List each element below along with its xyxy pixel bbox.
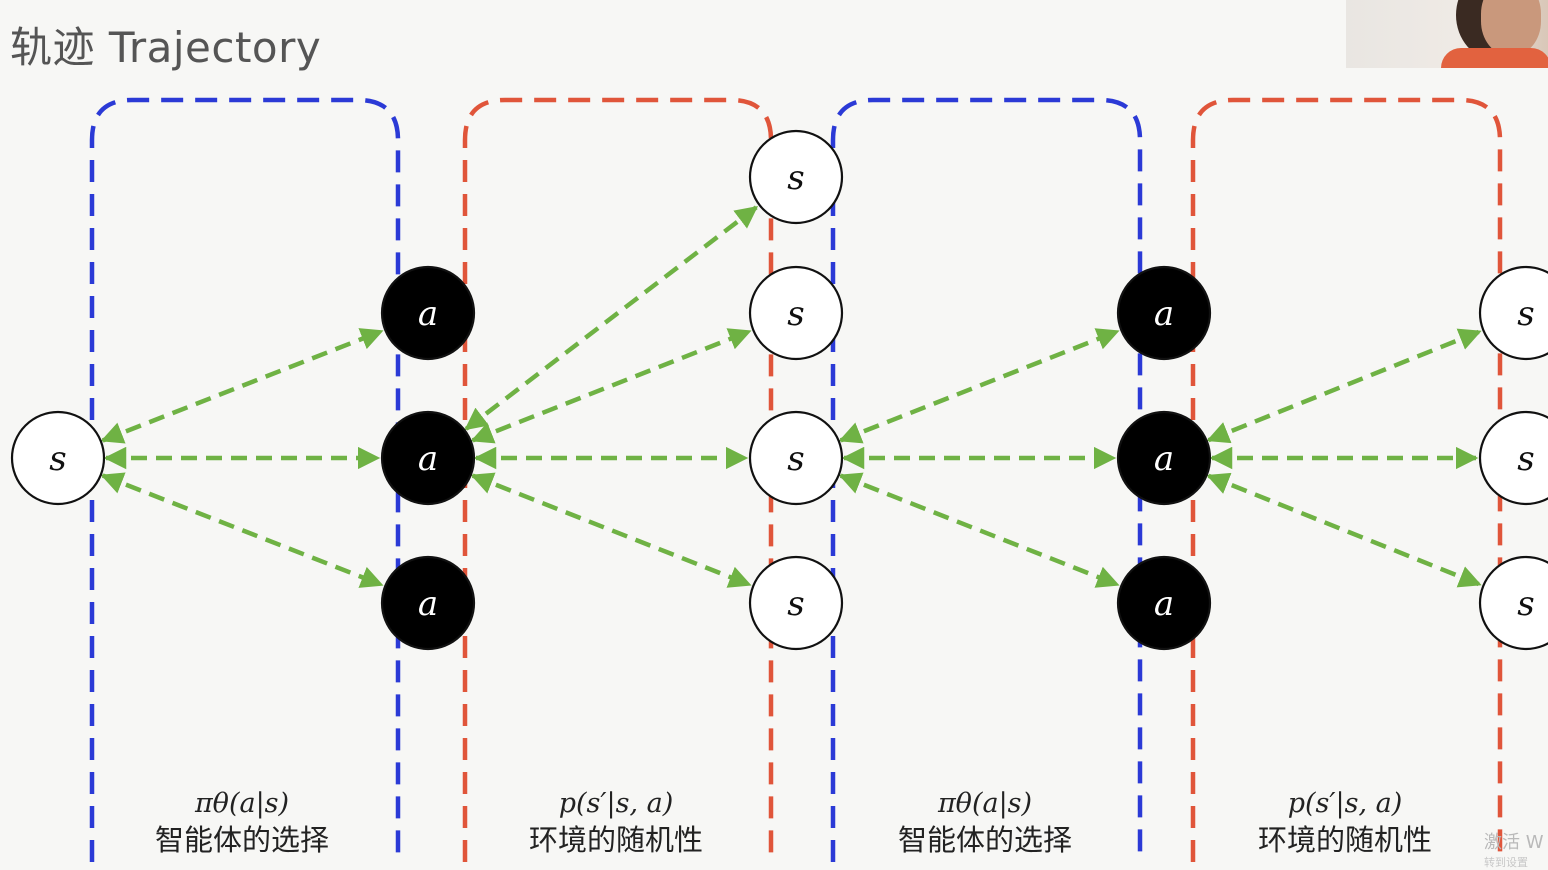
activation-watermark-sub: 转到设置 [1484, 856, 1528, 869]
agent-box-2 [830, 97, 1143, 862]
action-node-1c-label: a [418, 584, 438, 624]
slide-title: 轨迹 Trajectory [10, 23, 322, 72]
state-node-2b-label: s [787, 294, 804, 334]
state-node-4a: s [1478, 265, 1548, 361]
state-node-2d: s [748, 555, 844, 651]
arrow-state-node-0-to-action-node-1a [100, 328, 384, 444]
action-node-1a-label: a [418, 294, 438, 334]
env-box-2 [1190, 97, 1503, 862]
state-node-2d-label: s [787, 584, 804, 624]
caption-text-agent-1: 智能体的选择 [155, 823, 329, 857]
action-node-3a-label: a [1154, 294, 1174, 334]
state-node-0: s [10, 410, 106, 506]
caption-text-env-2: 环境的随机性 [1258, 823, 1432, 857]
state-node-4b-circle [1478, 410, 1548, 506]
activation-watermark: 激活 W [1484, 832, 1544, 853]
action-node-3c-circle [1116, 555, 1212, 651]
presenter-face [1481, 0, 1541, 55]
action-node-1a: a [380, 265, 476, 361]
state-node-2b-circle [748, 265, 844, 361]
action-node-1b-label: a [418, 439, 438, 479]
agent-box-1 [89, 97, 401, 862]
state-node-4c: s [1478, 555, 1548, 651]
arrow-action-node-1b-to-state-node-2d [470, 472, 752, 588]
group-captions: πθ(a|s) 智能体的选择 p(s′|s, a) 环境的随机性 πθ(a|s)… [155, 788, 1432, 857]
state-node-0-circle [10, 410, 106, 506]
state-node-2d-circle [748, 555, 844, 651]
env-box-1 [462, 97, 774, 862]
state-node-2a-circle [748, 129, 844, 225]
arrow-action-node-1b-to-state-node-2a [464, 205, 759, 431]
state-node-4b: s [1478, 410, 1548, 506]
arrow-action-node-3b-to-state-node-4c [1206, 472, 1482, 588]
action-node-1a-circle [380, 265, 476, 361]
action-node-3b-label: a [1154, 439, 1174, 479]
action-node-1c: a [380, 555, 476, 651]
state-node-2c: s [748, 410, 844, 506]
action-node-1b-circle [380, 410, 476, 506]
arrow-state-node-0-to-action-node-1c [100, 472, 384, 588]
arrow-state-node-2c-to-action-node-3c [838, 472, 1120, 588]
presenter-shirt [1441, 48, 1548, 68]
caption-formula-agent-2: πθ(a|s) [937, 788, 1032, 819]
state-node-4b-label: s [1517, 439, 1534, 479]
action-node-1b: a [380, 410, 476, 506]
state-node-4a-circle [1478, 265, 1548, 361]
state-node-0-label: s [49, 439, 66, 479]
diagram-nodes: s a a a s s s s a a a s s s [10, 129, 1548, 651]
dashed-group-boxes [89, 97, 1503, 862]
state-node-2a: s [748, 129, 844, 225]
arrow-action-node-3b-to-state-node-4a [1206, 328, 1482, 444]
state-node-2c-label: s [787, 439, 804, 479]
caption-formula-agent-1: πθ(a|s) [194, 788, 289, 819]
caption-text-agent-2: 智能体的选择 [898, 823, 1072, 857]
state-node-2a-label: s [787, 158, 804, 198]
transition-arrows [100, 205, 1482, 588]
caption-text-env-1: 环境的随机性 [529, 823, 703, 857]
action-node-3c-label: a [1154, 584, 1174, 624]
action-node-3a: a [1116, 265, 1212, 361]
action-node-3b: a [1116, 410, 1212, 506]
state-node-2c-circle [748, 410, 844, 506]
arrow-action-node-1b-to-state-node-2b [470, 328, 752, 444]
arrow-state-node-2c-to-action-node-3a [838, 328, 1120, 444]
caption-formula-env-2: p(s′|s, a) [1288, 788, 1403, 819]
webcam-overlay [1346, 0, 1548, 68]
action-node-1c-circle [380, 555, 476, 651]
action-node-3a-circle [1116, 265, 1212, 361]
state-node-4a-label: s [1517, 294, 1534, 334]
caption-formula-env-1: p(s′|s, a) [559, 788, 674, 819]
state-node-2b: s [748, 265, 844, 361]
state-node-4c-circle [1478, 555, 1548, 651]
state-node-4c-label: s [1517, 584, 1534, 624]
action-node-3c: a [1116, 555, 1212, 651]
action-node-3b-circle [1116, 410, 1212, 506]
